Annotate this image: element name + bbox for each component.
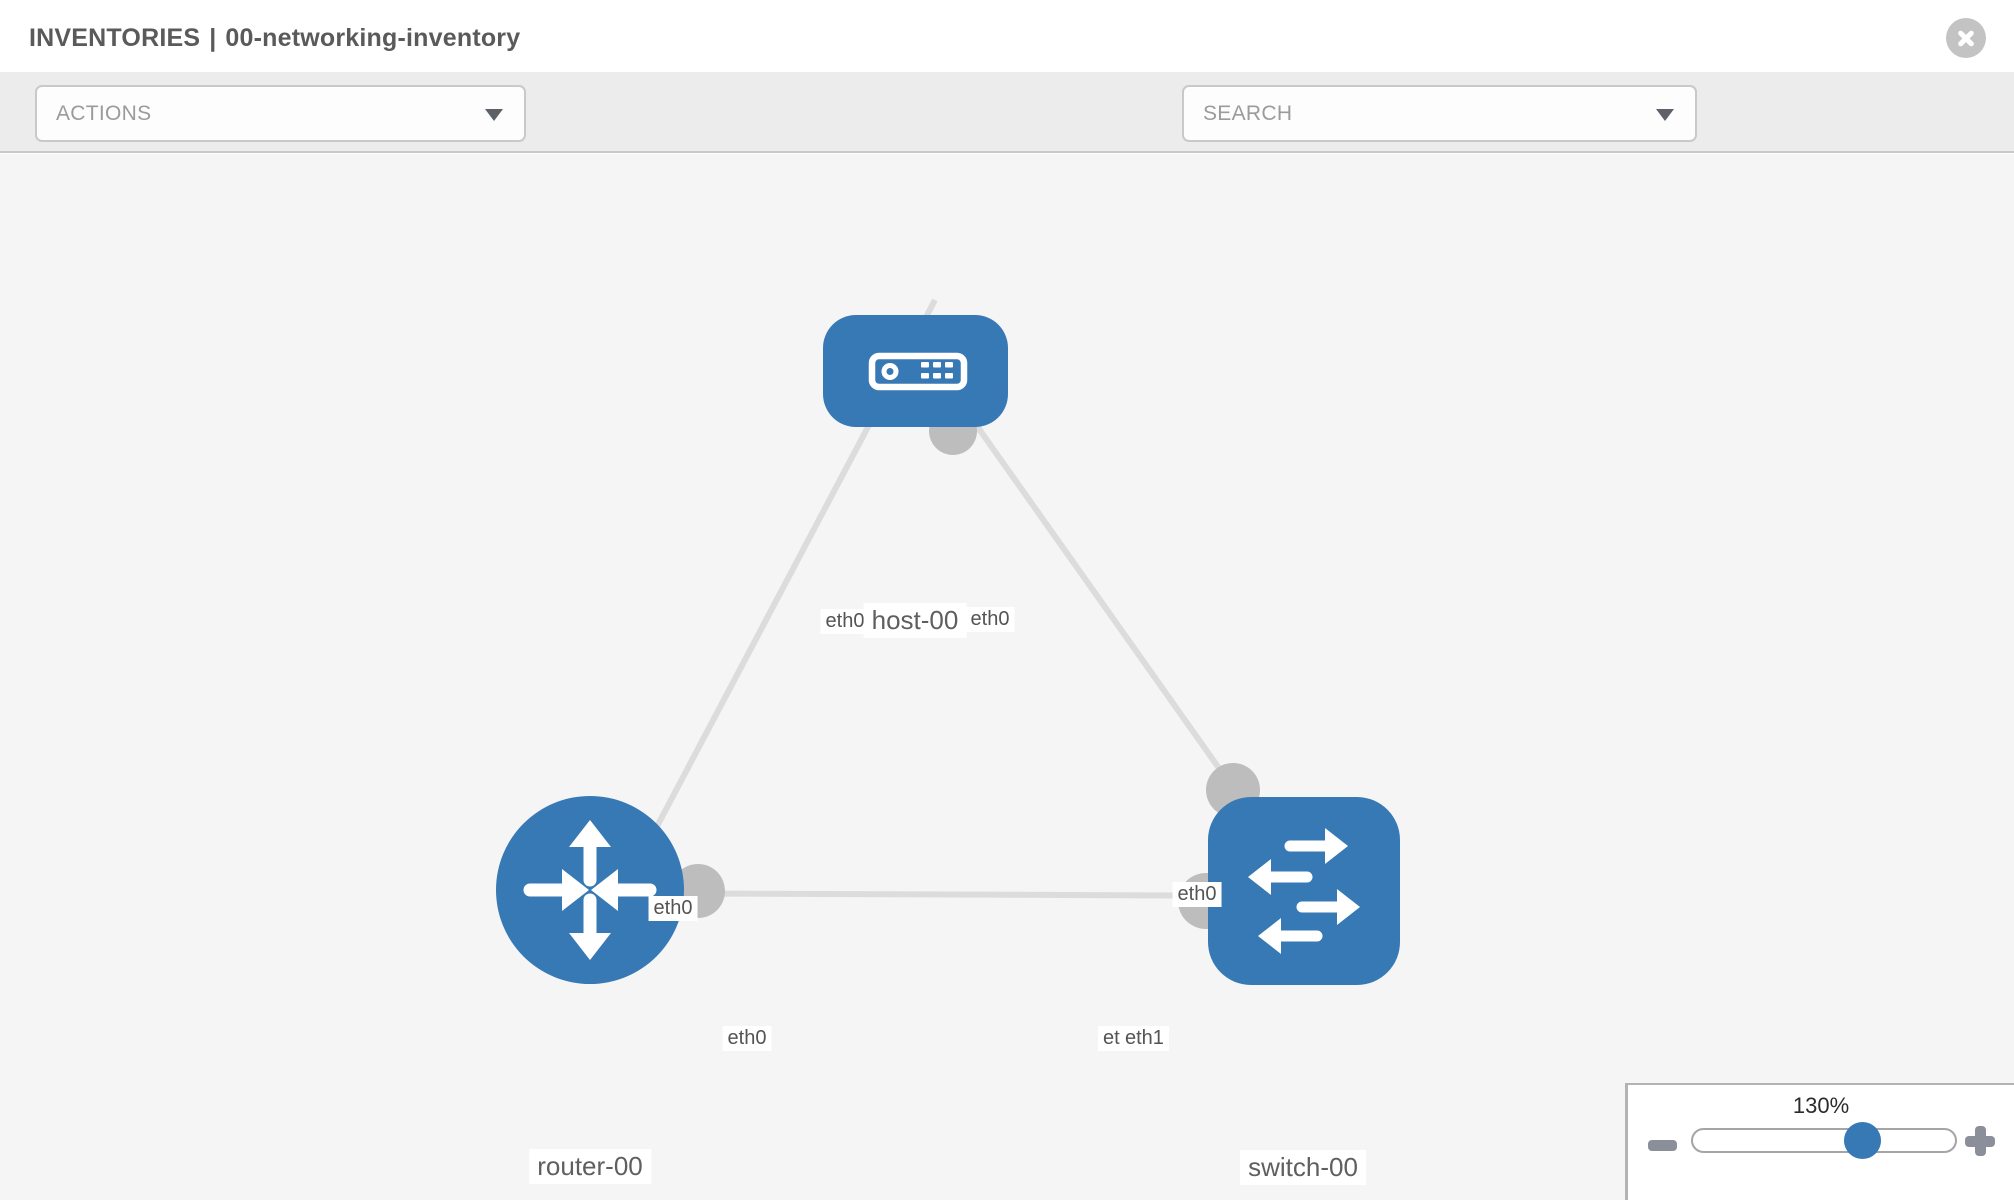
zoom-out-button[interactable] bbox=[1646, 1133, 1680, 1159]
router-icon bbox=[523, 820, 657, 960]
zoom-level-label: 130% bbox=[1792, 1093, 1850, 1118]
interface-label-host-router-tgt: eth0 bbox=[648, 896, 698, 921]
actions-select-label: ACTIONS bbox=[56, 102, 152, 125]
title-separator: | bbox=[209, 24, 217, 52]
node-label-switch: switch-00 bbox=[1240, 1150, 1366, 1185]
chevron-down-icon bbox=[1656, 109, 1674, 121]
node-router-00[interactable] bbox=[496, 796, 684, 984]
close-button[interactable] bbox=[1946, 18, 1986, 58]
title-inventory-name: 00-networking-inventory bbox=[225, 24, 521, 52]
interface-label-router-switch-src: eth0 bbox=[722, 1026, 772, 1051]
zoom-panel: 130% bbox=[1625, 1083, 2014, 1200]
search-select[interactable]: SEARCH bbox=[1182, 85, 1697, 142]
link-host-switch bbox=[952, 393, 1248, 807]
topology-canvas[interactable] bbox=[0, 154, 2014, 1200]
search-select-label: SEARCH bbox=[1203, 102, 1293, 125]
interface-label-router-switch-tgt: eth1 bbox=[1120, 1026, 1169, 1051]
toolbar: ACTIONS SEARCH bbox=[0, 72, 2014, 203]
host-icon bbox=[868, 352, 968, 391]
page-title: INVENTORIES | 00-networking-inventory bbox=[29, 0, 520, 72]
switch-icon bbox=[1248, 828, 1360, 954]
title-section: INVENTORIES bbox=[29, 24, 201, 52]
minus-icon bbox=[1648, 1140, 1677, 1151]
node-label-router: router-00 bbox=[529, 1149, 651, 1184]
chevron-down-icon bbox=[485, 109, 503, 121]
zoom-slider-thumb[interactable] bbox=[1844, 1122, 1881, 1159]
node-switch-00[interactable] bbox=[1208, 797, 1400, 985]
node-host-00[interactable] bbox=[823, 315, 1008, 427]
zoom-slider-track[interactable] bbox=[1691, 1128, 1957, 1153]
interface-label-host-router-src: eth0 bbox=[820, 609, 870, 634]
interface-label-host-switch-tgt: eth0 bbox=[1172, 882, 1222, 907]
interface-label-host-switch-src: eth0 bbox=[965, 607, 1015, 632]
zoom-in-button[interactable] bbox=[1960, 1121, 2000, 1161]
node-label-host: host-00 bbox=[863, 603, 967, 638]
header: INVENTORIES | 00-networking-inventory bbox=[0, 0, 2014, 72]
actions-select[interactable]: ACTIONS bbox=[35, 85, 526, 142]
